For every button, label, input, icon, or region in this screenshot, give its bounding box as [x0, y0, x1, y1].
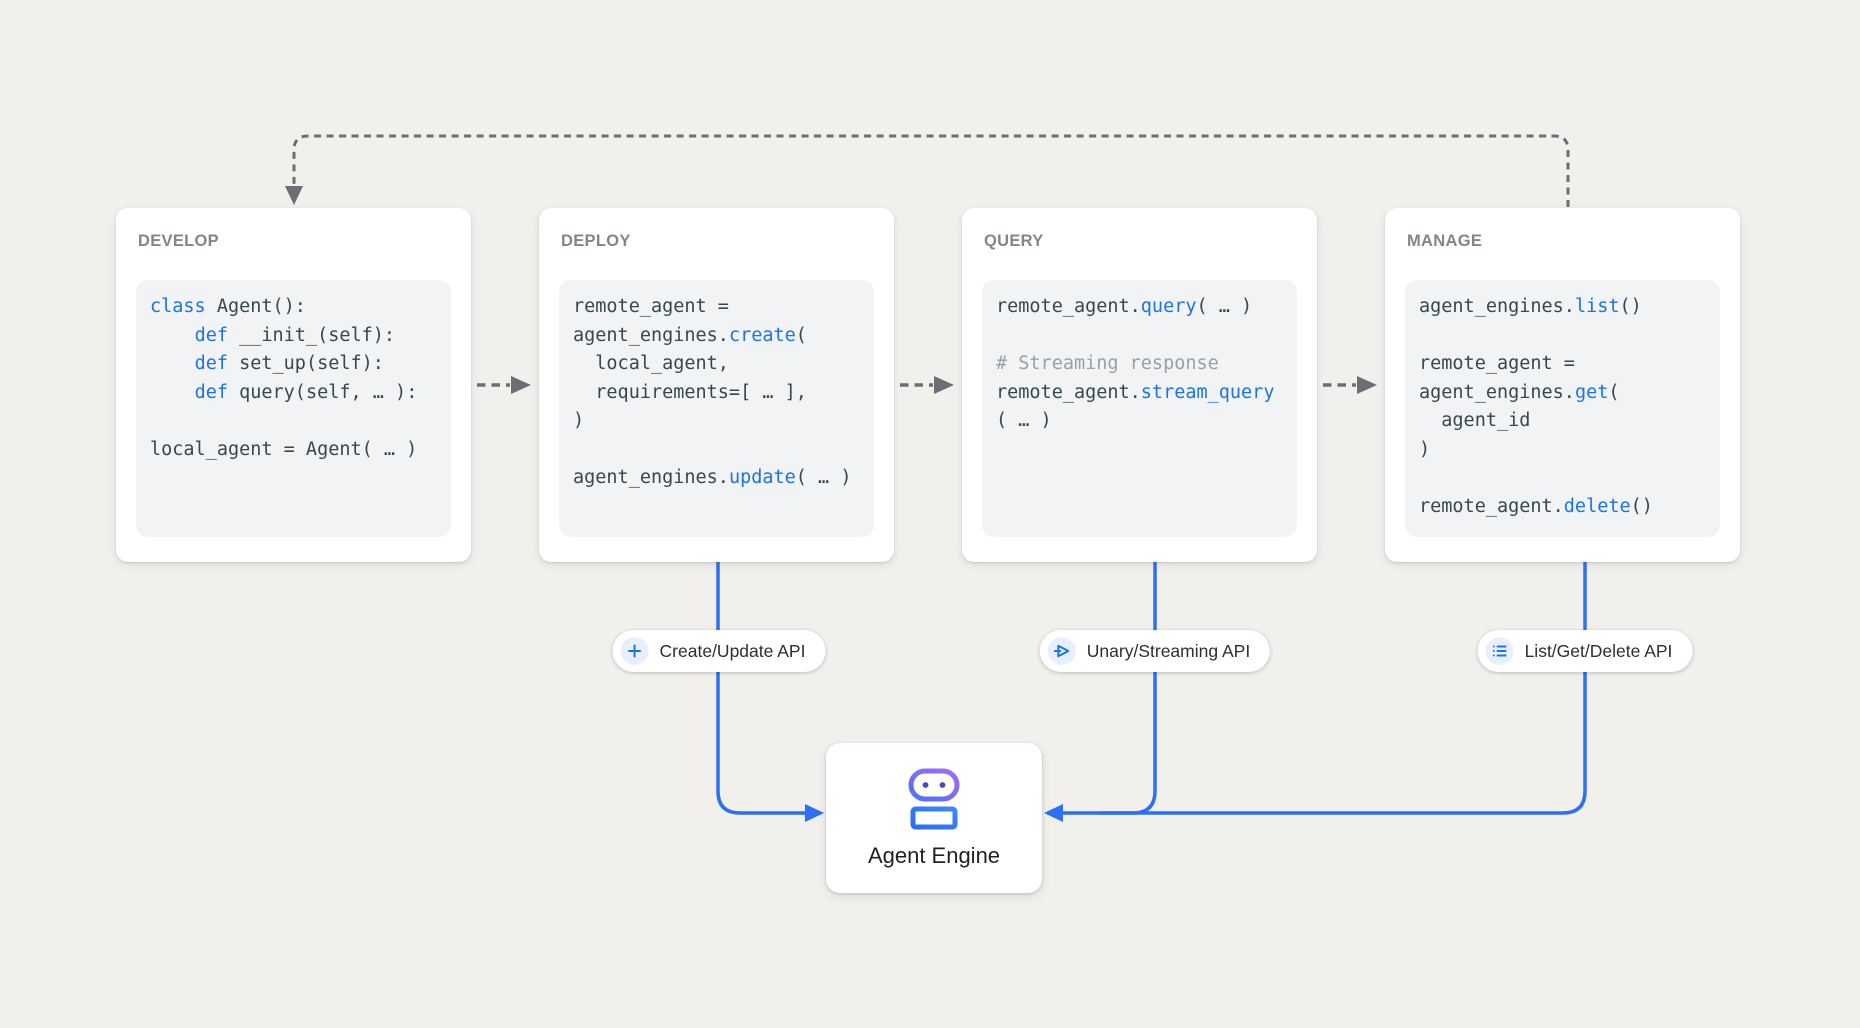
card-develop-title: DEVELOP — [138, 232, 219, 250]
card-query-code: remote_agent.query( … ) # Streaming resp… — [996, 296, 1275, 431]
pill-label: List/Get/Delete API — [1524, 640, 1673, 661]
card-deploy: DEPLOY remote_agent = agent_engines.crea… — [539, 208, 894, 562]
card-manage-code: agent_engines.list() remote_agent = agen… — [1419, 296, 1653, 517]
agent-engine-node: Agent Engine — [826, 743, 1042, 893]
card-deploy-codeblock: remote_agent = agent_engines.create( loc… — [559, 280, 874, 537]
card-deploy-code: remote_agent = agent_engines.create( loc… — [573, 296, 852, 488]
card-develop-codeblock: class Agent(): def __init_(self): def se… — [136, 280, 451, 537]
card-manage: MANAGE agent_engines.list() remote_agent… — [1385, 208, 1740, 562]
manage-to-engine-line — [1063, 562, 1587, 815]
card-develop-code: class Agent(): def __init_(self): def se… — [150, 296, 418, 460]
card-develop: DEVELOP class Agent(): def __init_(self)… — [116, 208, 471, 562]
card-deploy-title: DEPLOY — [561, 232, 631, 250]
send-icon — [1047, 637, 1076, 665]
card-query-title: QUERY — [984, 232, 1044, 250]
list-icon — [1485, 637, 1514, 665]
plus-icon — [620, 637, 649, 665]
robot-icon — [903, 767, 965, 833]
card-manage-codeblock: agent_engines.list() remote_agent = agen… — [1405, 280, 1720, 537]
card-query-codeblock: remote_agent.query( … ) # Streaming resp… — [982, 280, 1297, 537]
card-manage-title: MANAGE — [1407, 232, 1483, 250]
pill-label: Create/Update API — [659, 640, 806, 661]
agent-engine-label: Agent Engine — [867, 843, 1001, 868]
deploy-to-engine-line — [716, 562, 805, 815]
pill-unary-streaming-api: Unary/Streaming API — [1039, 630, 1271, 672]
manage-to-develop-loop-arrow — [292, 134, 1570, 207]
pill-label: Unary/Streaming API — [1086, 640, 1251, 661]
card-query: QUERY remote_agent.query( … ) # Streamin… — [962, 208, 1317, 562]
pill-list-get-delete-api: List/Get/Delete API — [1477, 630, 1693, 672]
pill-create-update-api: Create/Update API — [612, 630, 826, 672]
query-to-engine-line — [1100, 562, 1157, 815]
loop-arrowhead — [285, 186, 303, 205]
